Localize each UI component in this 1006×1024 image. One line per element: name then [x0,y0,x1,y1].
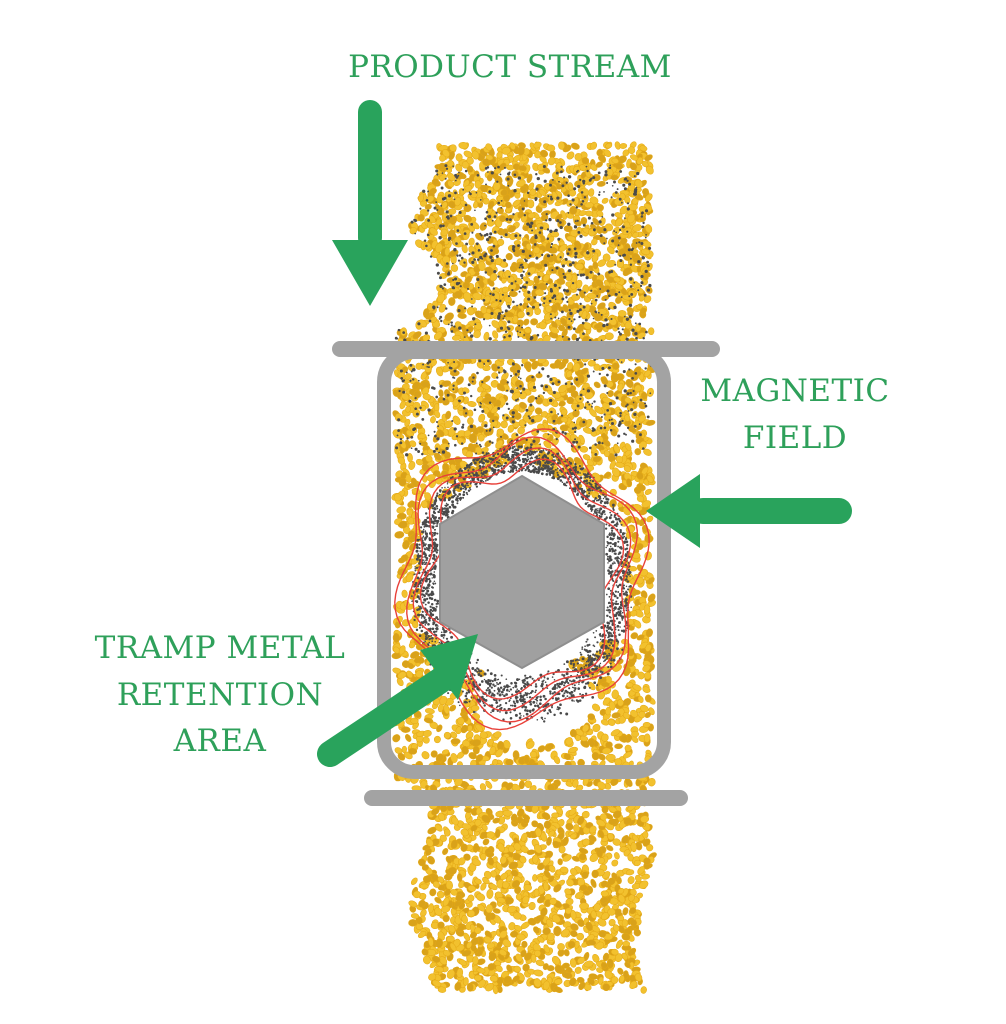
field-line [419,458,625,700]
magnetic-field-line-2: FIELD [742,419,848,456]
tramp-metal-line-2: RETENTION [116,676,324,713]
product-stream-arrow [332,100,408,306]
product-stream-label: PRODUCT STREAM [310,44,710,91]
tramp-metal-arrow [317,634,478,767]
magnetic-field-line-1: MAGNETIC [700,373,890,409]
magnetic-field-label: MAGNETIC FIELD [655,368,935,461]
magnetic-field-arrow [646,474,852,548]
tramp-metal-label: TRAMP METAL RETENTION AREA [40,625,400,765]
field-line [412,447,632,712]
magnetic-field-lines [394,428,650,731]
field-line [394,428,650,731]
field-line [406,436,638,723]
magnet-hexagon [439,474,605,670]
tramp-metal-line-3: AREA [173,723,267,759]
product-stream-text: PRODUCT STREAM [348,49,672,85]
tramp-metal-line-1: TRAMP METAL [94,630,346,666]
